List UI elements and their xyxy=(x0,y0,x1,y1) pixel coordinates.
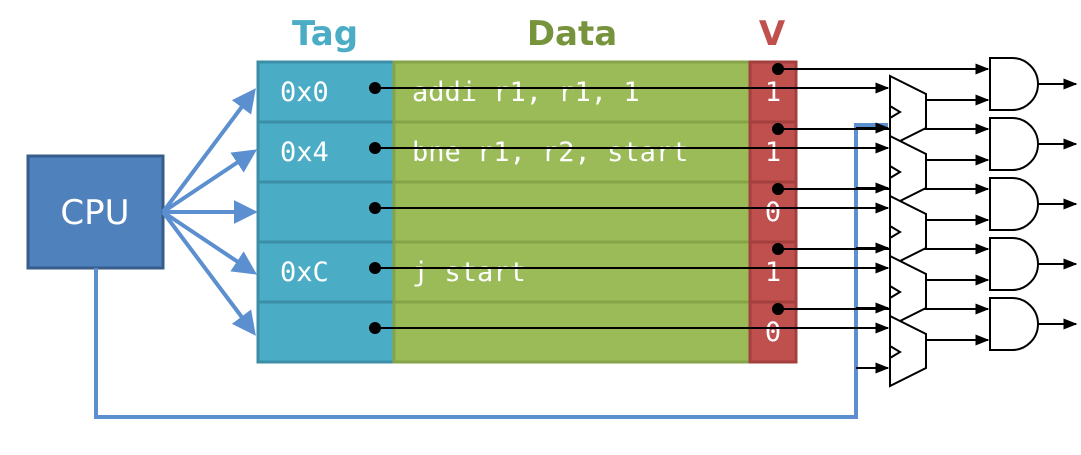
tag-value: 0x4 xyxy=(280,137,329,168)
data-cell xyxy=(392,180,752,244)
data-value: addi r1, r1, 1 xyxy=(412,77,640,108)
comparator-icon xyxy=(889,254,927,328)
comparator-notch xyxy=(889,345,902,359)
and-gate-icon xyxy=(989,117,1039,171)
cpu-box: CPU xyxy=(26,154,165,270)
hit-logic-wires xyxy=(369,63,1078,374)
and-gate-icon xyxy=(989,57,1039,111)
comparator-notch xyxy=(889,105,902,119)
data-cell xyxy=(392,300,752,364)
comparator-icon xyxy=(889,314,927,388)
cpu-arrow xyxy=(161,88,256,214)
valid-value: 1 xyxy=(765,137,781,168)
comparator-icon xyxy=(889,74,927,148)
cpu-arrow xyxy=(161,210,257,275)
comparator-icon xyxy=(889,134,927,208)
valid-value: 0 xyxy=(765,197,781,228)
data-header: Data xyxy=(527,14,617,54)
valid-header: V xyxy=(759,14,786,54)
comparator-icon xyxy=(889,194,927,268)
tag-value: 0xC xyxy=(280,257,329,288)
comparator-notch xyxy=(889,165,902,179)
cpu-arrow xyxy=(161,210,256,336)
and-gate-icon xyxy=(989,237,1039,291)
data-value: bne r1, r2, start xyxy=(412,137,688,168)
hit-logic-gates xyxy=(889,57,1039,388)
data-cell xyxy=(392,240,752,304)
cpu-row-arrows xyxy=(161,88,258,336)
valid-value: 0 xyxy=(765,317,781,348)
cpu-label: CPU xyxy=(60,193,129,233)
data-value: j start xyxy=(412,257,526,288)
tag-value: 0x0 xyxy=(280,77,329,108)
and-gate-icon xyxy=(989,297,1039,351)
tag-header: Tag xyxy=(292,14,358,54)
comparator-notch xyxy=(889,285,902,299)
valid-value: 1 xyxy=(765,77,781,108)
valid-value: 1 xyxy=(765,257,781,288)
cpu-tag-bus xyxy=(94,123,888,419)
cache-table: 0x0 addi r1, r1, 1 1 0x4 bne r1, r2, start 1 0… xyxy=(256,60,798,364)
and-gate-icon xyxy=(989,177,1039,231)
valid-cell xyxy=(748,300,798,364)
data-cell xyxy=(392,60,752,124)
comparator-notch xyxy=(889,225,902,239)
cpu-arrow xyxy=(161,149,257,214)
